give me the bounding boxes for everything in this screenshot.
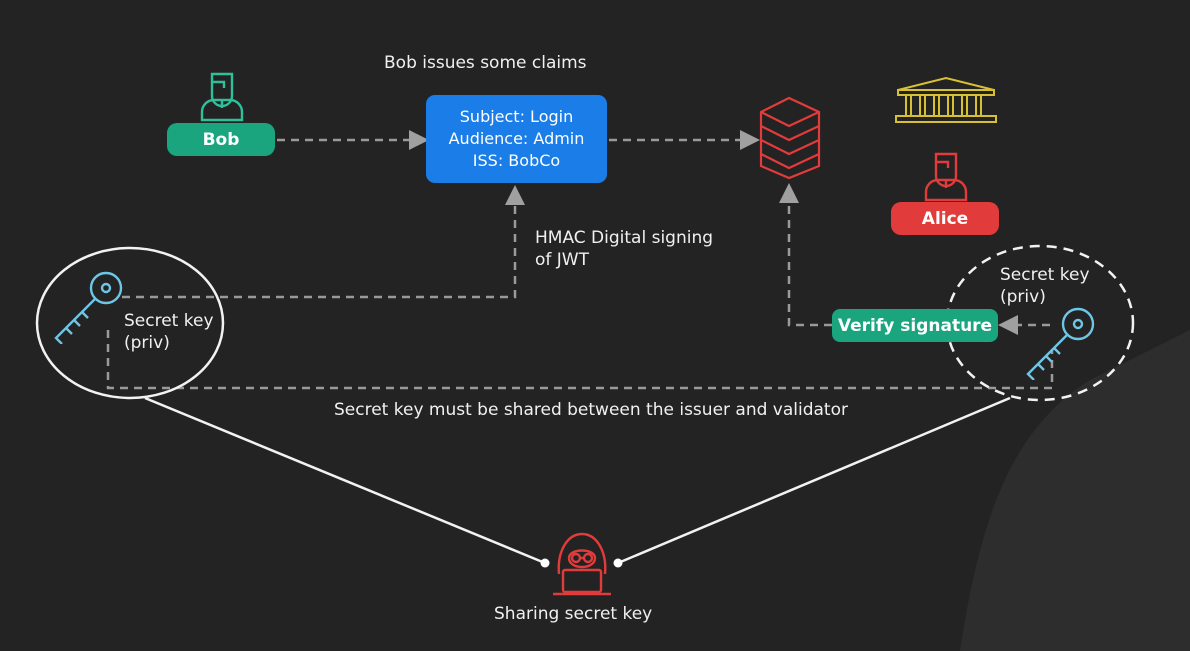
alice-label: Alice — [891, 202, 999, 235]
leak-line-left — [144, 396, 546, 565]
diagram-title: Bob issues some claims — [384, 53, 587, 73]
left-key-icon — [54, 271, 123, 344]
attacker-label: Sharing secret key — [494, 604, 653, 624]
verify-signature-button[interactable]: Verify signature — [832, 309, 998, 342]
leak-dot-left — [540, 558, 550, 568]
claim-subject: Subject: Login — [459, 107, 574, 126]
bob-label: Bob — [167, 123, 275, 156]
bob-user-icon — [200, 72, 244, 122]
bank-icon — [895, 76, 997, 123]
arrow-signing — [122, 185, 525, 299]
leak-line-right — [617, 396, 1011, 565]
right-key-circle — [945, 244, 1135, 402]
left-key-label-line1: Secret key — [124, 311, 214, 331]
background-shape — [960, 330, 1190, 651]
right-key-label-line1: Secret key — [1000, 265, 1090, 285]
jwt-claims-box: Subject: Login Audience: Admin ISS: BobC… — [426, 95, 607, 183]
hacker-icon — [553, 532, 611, 596]
right-key-label: Secret key (priv) — [1000, 264, 1090, 308]
arrow-verify-to-database — [779, 183, 832, 327]
left-key-label-line2: (priv) — [124, 333, 170, 353]
right-key-label-line2: (priv) — [1000, 287, 1046, 307]
database-icon — [759, 96, 821, 180]
claim-audience: Audience: Admin — [448, 129, 585, 148]
left-key-label: Secret key (priv) — [124, 310, 214, 354]
signing-label: HMAC Digital signing of JWT — [535, 227, 713, 271]
signing-label-line2: of JWT — [535, 250, 589, 270]
alice-user-icon — [924, 152, 968, 202]
right-key-icon — [1026, 307, 1095, 380]
shared-key-line — [106, 330, 1054, 390]
shared-key-note: Secret key must be shared between the is… — [334, 400, 848, 420]
signing-label-line1: HMAC Digital signing — [535, 228, 714, 248]
leak-dot-right — [613, 558, 623, 568]
claim-iss: ISS: BobCo — [472, 151, 561, 170]
left-key-circle — [35, 246, 225, 400]
